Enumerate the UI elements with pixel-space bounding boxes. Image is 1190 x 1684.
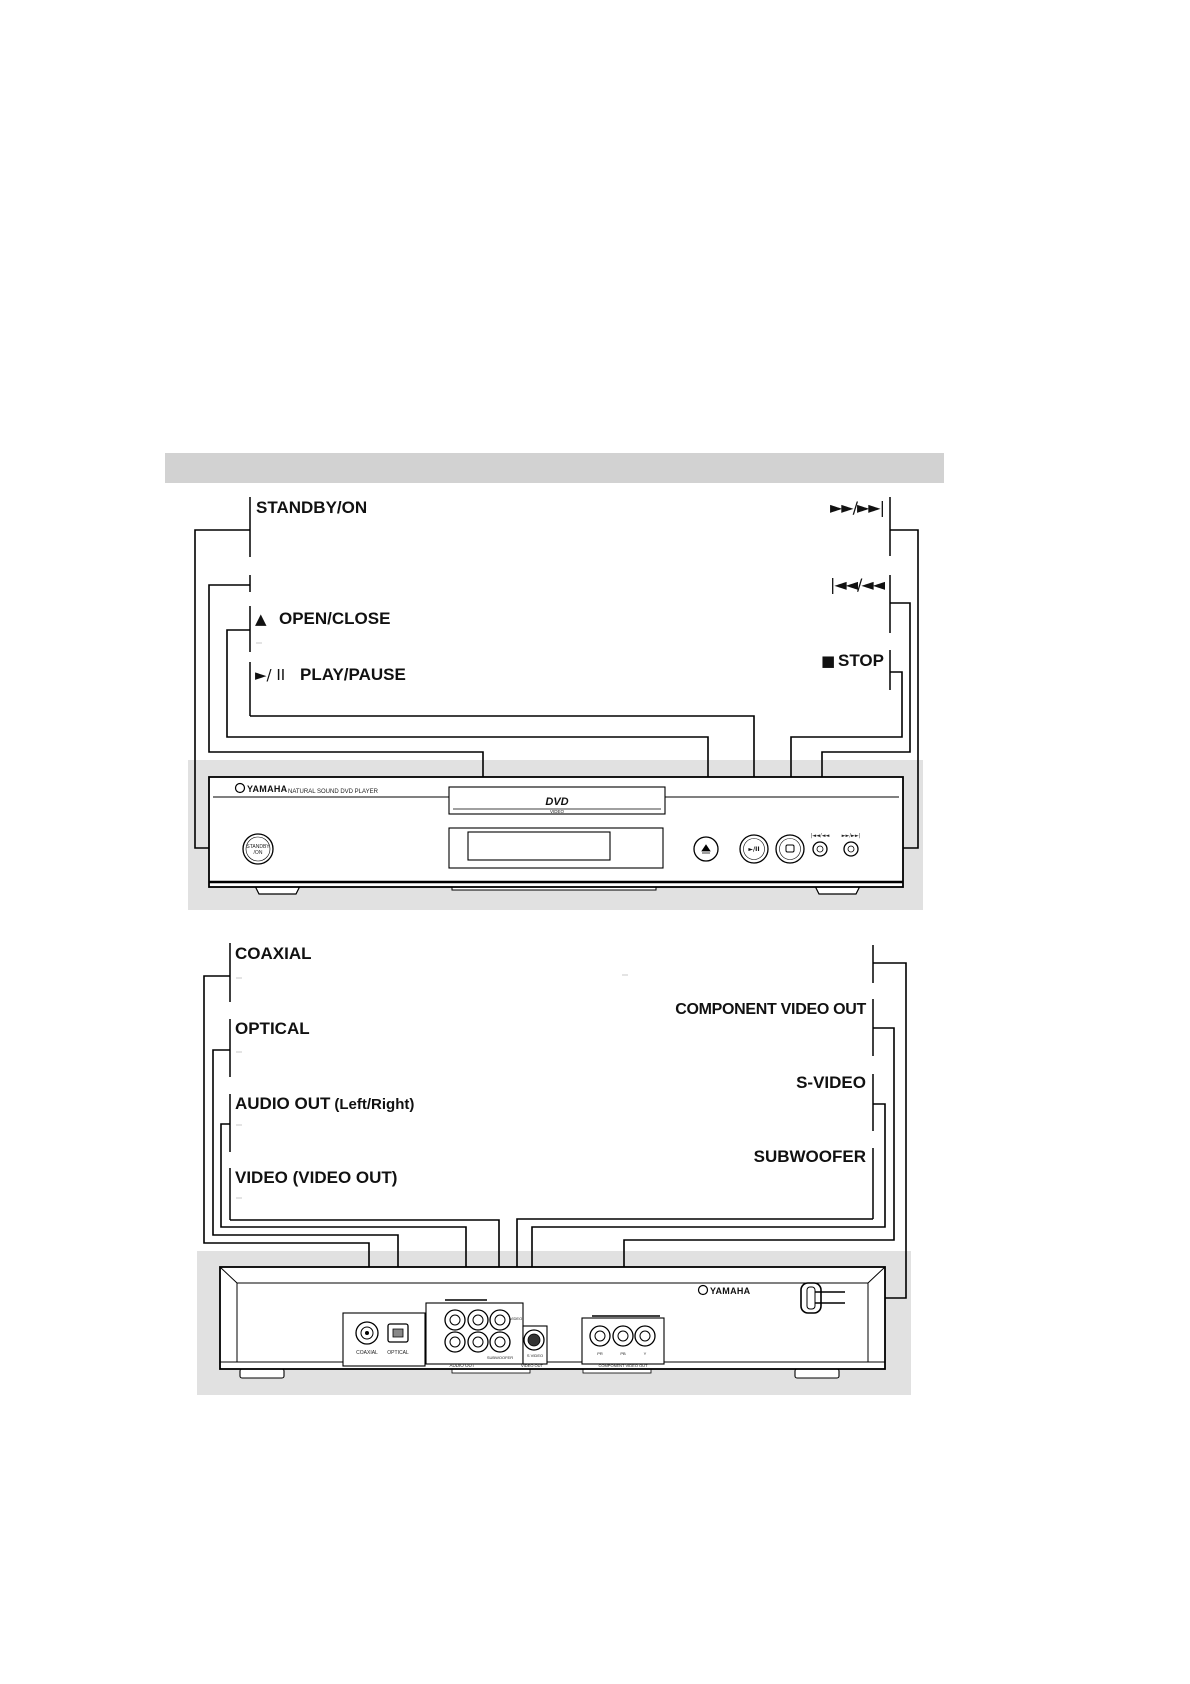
standby-button-ring: [245, 836, 271, 862]
audio-jack-1-left: [444, 1309, 466, 1331]
rear-foot-right: [794, 1368, 840, 1379]
label-standby-on: STANDBY/ON: [256, 498, 367, 517]
rear-yamaha-logo-icon: [697, 1284, 709, 1296]
audio-jack-1-right: [467, 1309, 489, 1331]
label-stop: STOP: [838, 651, 884, 670]
label-open-close: OPEN/CLOSE: [279, 609, 390, 628]
rear-brand: YAMAHA: [710, 1286, 751, 1296]
stop-icon: ■: [821, 652, 835, 670]
rear-optical-text: OPTICAL: [387, 1350, 409, 1356]
label-play-pause: PLAY/PAUSE: [300, 665, 406, 684]
audio-jack-1-right-inner: [472, 1314, 484, 1326]
play-pause-button: [739, 834, 769, 864]
rear-foot-left: [239, 1368, 285, 1379]
component-jack-pr: [589, 1325, 611, 1347]
component-jack-y-label: Y: [644, 1351, 647, 1356]
component-jack-pr-inner: [594, 1330, 606, 1342]
skip-forward-button-center: [847, 845, 855, 853]
subwoofer-jack-inner: [494, 1336, 506, 1348]
front-panel-section: STANDBY/ON ▲ OPEN/CLOSE ►/ II PLAY/PAUSE…: [188, 497, 923, 910]
dvd-player-rear: COAXIAL OPTICAL VIDEO SUBWOOFER AUDIO OU…: [219, 1266, 886, 1379]
coaxial-jack-inner: [360, 1326, 374, 1340]
label-s-video: S-VIDEO: [796, 1073, 866, 1092]
label-optical: OPTICAL: [235, 1019, 310, 1038]
skip-back-button-label: |◄◄/◄◄: [811, 833, 830, 839]
rear-component-text: COMPONENT VIDEO OUT: [598, 1363, 648, 1368]
yamaha-logo-icon: [234, 782, 246, 794]
rear-video-out-text: VIDEO OUT: [521, 1363, 544, 1368]
label-component-video-out: COMPONENT VIDEO OUT: [675, 1001, 866, 1018]
skip-back-button: [812, 841, 828, 857]
audio-jack-2-right: [467, 1331, 489, 1353]
rear-video-text: VIDEO: [510, 1316, 522, 1321]
subwoofer-jack: [489, 1331, 511, 1353]
device-rear-body: [219, 1266, 886, 1370]
audio-jack-2-right-inner: [472, 1336, 484, 1348]
rear-subwoofer-text: SUBWOOFER: [487, 1355, 513, 1360]
skip-forward-button-label: ►►/►►|: [842, 833, 861, 839]
audio-jack-1-left-inner: [449, 1314, 461, 1326]
audio-jack-2-left: [444, 1331, 466, 1353]
label-video: VIDEO (VIDEO OUT): [235, 1168, 397, 1187]
front-product-line: NATURAL SOUND DVD PLAYER: [288, 789, 379, 795]
label-coaxial: COAXIAL: [235, 944, 312, 963]
eject-icon: ▲: [255, 610, 267, 628]
audio-jack-2-left-inner: [449, 1336, 461, 1348]
rewind-icon: |◄◄/◄◄: [830, 575, 886, 594]
disc-tray: [448, 786, 666, 815]
coaxial-jack-pin: [365, 1331, 369, 1335]
device-rear-bevel: [219, 1266, 886, 1363]
front-brand: YAMAHA: [247, 784, 288, 794]
label-audio-out-detail: (Left/Right): [334, 1096, 414, 1113]
label-audio-out-main: AUDIO OUT: [235, 1094, 331, 1113]
stop-button-icon: [785, 844, 795, 853]
dvd-logo: DVD: [545, 796, 568, 808]
stop-button-ring: [779, 838, 801, 860]
component-jack-y-inner: [639, 1330, 651, 1342]
standby-button-label-on: /ON: [254, 850, 263, 856]
component-jack-pr-label: PR: [597, 1351, 603, 1356]
component-jack-y: [634, 1325, 656, 1347]
play-pause-button-ring: [743, 838, 765, 860]
label-audio-out: AUDIO OUT (Left/Right): [235, 1094, 414, 1113]
digital-out-panel: [342, 1312, 426, 1367]
video-jack-inner: [494, 1314, 506, 1326]
fast-forward-icon: ►►/►►|: [830, 498, 884, 517]
skip-forward-button: [843, 841, 859, 857]
rear-coaxial-text: COAXIAL: [356, 1350, 378, 1356]
component-jack-pb-label: PB: [620, 1351, 626, 1356]
dvd-player-front: YAMAHA NATURAL SOUND DVD PLAYER DVD VIDE…: [208, 776, 904, 895]
video-jack: [489, 1309, 511, 1331]
optical-jack-shutter: [392, 1328, 404, 1338]
skip-back-button-center: [816, 845, 824, 853]
standby-button: [242, 833, 274, 865]
eject-button-icon: [701, 844, 711, 854]
label-subwoofer: SUBWOOFER: [754, 1147, 866, 1166]
rear-panel-section: COAXIAL OPTICAL AUDIO OUT (Left/Right) V…: [197, 943, 911, 1395]
stop-button: [775, 834, 805, 864]
component-jack-pb-inner: [617, 1330, 629, 1342]
display-screen: [467, 831, 611, 861]
play-pause-icon: ►/ II: [255, 666, 285, 684]
component-jack-pb: [612, 1325, 634, 1347]
play-pause-button-icon: ►/II: [748, 846, 759, 853]
section-header-bar: [165, 453, 944, 483]
s-video-jack-inner: [527, 1333, 541, 1347]
power-cord-icon: [800, 1282, 845, 1314]
standby-button-label: STANDBY: [246, 844, 270, 850]
rear-audio-out-text: AUDIO OUT: [449, 1363, 474, 1368]
rear-s-video-text: S VIDEO: [527, 1353, 543, 1358]
dvd-logo-sub: VIDEO: [550, 809, 565, 814]
